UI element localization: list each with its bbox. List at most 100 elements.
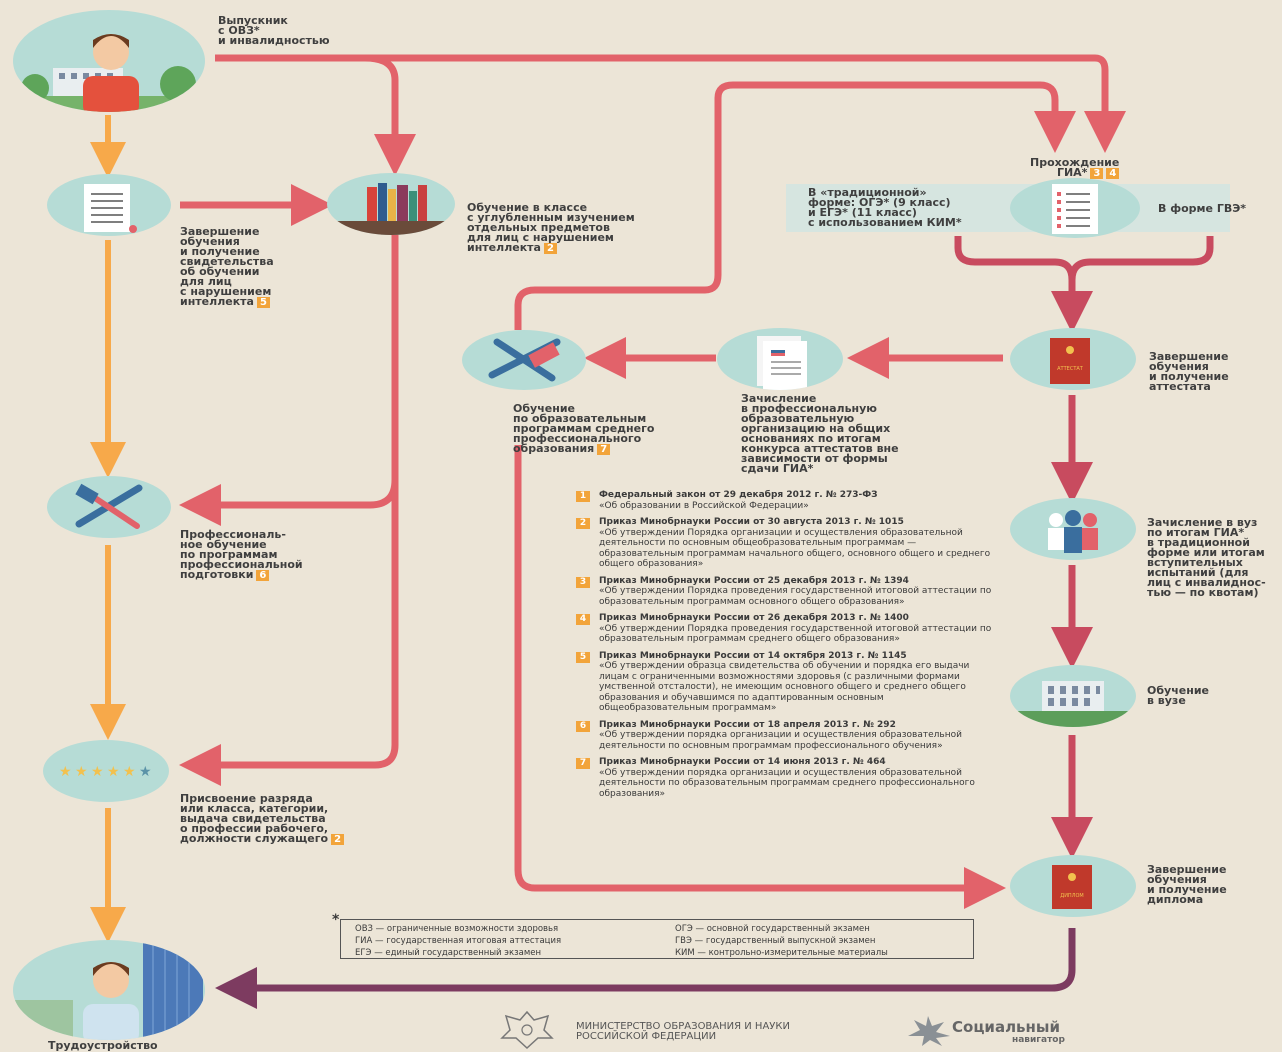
plum-path (215, 928, 1076, 1009)
svg-text:★: ★ (107, 764, 120, 780)
reference-title: Приказ Минобрнауки России от 26 декабря … (599, 613, 909, 623)
ref-badge: 3 (1090, 168, 1104, 179)
reference-title: Приказ Минобрнауки России от 25 декабря … (599, 575, 909, 586)
reference-title: Приказ Минобрнауки России от 30 августа … (599, 517, 904, 527)
people-icon (1048, 510, 1098, 553)
certificate-node (47, 174, 171, 236)
certificate-completion-label: Завершение обучения и получение свидетел… (180, 225, 274, 308)
reference-desc: «Об образовании в Российской Федерации» (599, 500, 809, 511)
reference-desc: «Об утверждении порядка организации и ос… (599, 767, 975, 799)
ref-badge: 7 (597, 444, 611, 455)
special-class-node (327, 173, 455, 235)
attestat-label: Завершение обучения и получение аттестат… (1149, 350, 1229, 393)
ref-badge: 4 (1106, 168, 1120, 179)
glossary-item: ОГЭ — основной государственный экзамен (675, 924, 870, 934)
ref-badge: 6 (256, 570, 270, 581)
reference-item: 3 Приказ Минобрнауки России от 25 декабря… (576, 576, 996, 608)
svg-text:★: ★ (91, 764, 104, 780)
spo-enroll-label: Зачисление в профессиональную образовате… (741, 392, 899, 475)
gia-traditional-label: В «традиционной» форме: ОГЭ* (9 класс) и… (808, 186, 962, 229)
reference-number: 7 (576, 758, 590, 769)
reference-title: Приказ Минобрнауки России от 14 июня 201… (599, 757, 886, 767)
reference-number: 2 (576, 518, 590, 529)
glossary-asterisk: * (332, 912, 340, 928)
graduate-label: Выпускник с ОВЗ* и инвалидностью (218, 14, 330, 47)
reference-item: 1 Федеральный закон от 29 декабря 2012 г.… (576, 490, 996, 511)
svg-text:★: ★ (59, 764, 72, 780)
red-path (179, 54, 1126, 909)
ref-badge: 2 (543, 243, 557, 254)
attestat-book-icon: АТТЕСТАТ (1050, 338, 1090, 384)
reference-number: 6 (576, 720, 590, 732)
navigator-subtitle: навигатор (1012, 1035, 1065, 1045)
reference-number: 1 (576, 491, 590, 502)
reference-desc: «Об утверждении образца свидетельства об… (599, 661, 970, 713)
ref-badge: 2 (331, 834, 345, 845)
attestat-badge-text: АТТЕСТАТ (1057, 366, 1084, 372)
navigator-title: Социальный (952, 1018, 1060, 1036)
gia-node (1010, 178, 1140, 238)
university-enroll-label: Зачисление в вуз по итогам ГИА* в традиц… (1147, 516, 1266, 599)
university-building-icon (1010, 681, 1136, 727)
svg-text:★: ★ (139, 764, 152, 780)
employment-label: Трудоустройство (48, 1039, 158, 1052)
ref-badge: 5 (256, 297, 270, 308)
graduate-node (13, 10, 205, 112)
spo-node (462, 330, 586, 390)
vocational-node (47, 476, 171, 538)
reference-item: 4 Приказ Минобрнауки России от 26 декабря… (576, 613, 996, 645)
reference-number: 3 (576, 576, 590, 588)
reference-title: Федеральный закон от 29 декабря 2012 г. … (599, 490, 878, 500)
glossary-item: ЕГЭ — единый государственный экзамен (355, 948, 542, 958)
reference-number: 4 (576, 614, 590, 625)
employee-illustration (13, 940, 203, 1040)
university-label: Обучение в вузе (1147, 684, 1209, 707)
reference-desc: «Об утверждении порядка организации и ос… (599, 730, 962, 751)
special-class-label: Обучение в классе с углубленным изучение… (467, 201, 635, 254)
reference-item: 2 Приказ Минобрнауки России от 30 августа… (576, 517, 996, 570)
diploma-book-icon: ДИПЛОМ (1052, 865, 1092, 909)
coat-of-arms-icon (500, 1010, 554, 1050)
rating-stars-icon: ★★★★★★ (59, 764, 152, 780)
qualification-label: Присвоение разряда или класса, категории… (180, 784, 345, 845)
dark-red-path (954, 236, 1214, 859)
glossary-item: ГВЭ — государственный выпускной экзамен (675, 936, 876, 946)
diploma-label: Завершение обучения и получение диплома (1147, 863, 1227, 906)
test-sheet-icon (1052, 184, 1098, 234)
qualification-node: ★★★★★★ (43, 740, 169, 802)
reference-desc: «Об утверждении Порядка проведения госуд… (599, 586, 992, 607)
reference-item: 5 Приказ Минобрнауки России от 14 октября… (576, 651, 996, 714)
glossary-item: ОВЗ — ограниченные возможности здоровья (355, 924, 559, 934)
glossary-item: КИМ — контрольно-измерительные материалы (675, 948, 888, 958)
ministry-label: МИНИСТЕРСТВО ОБРАЗОВАНИЯ И НАУКИ РОССИЙС… (576, 1021, 790, 1042)
graduate-illustration (13, 34, 205, 112)
navigator-logo-icon (908, 1016, 950, 1046)
university-node (1010, 665, 1136, 727)
university-enroll-node (1010, 498, 1136, 560)
spo-enroll-node (717, 328, 843, 390)
reference-desc: «Об утверждении Порядка проведения госуд… (599, 623, 992, 645)
reference-desc: «Об утверждении Порядка организации и ос… (599, 527, 991, 570)
tools-icon (75, 483, 143, 529)
references-list: 1 Федеральный закон от 29 декабря 2012 г.… (576, 490, 996, 805)
employment-node (13, 940, 205, 1040)
document-icon (84, 184, 137, 233)
reference-number: 5 (576, 651, 590, 663)
gia-options-box (786, 184, 1230, 232)
diploma-node: ДИПЛОМ (1010, 855, 1136, 917)
diploma-badge-text: ДИПЛОМ (1060, 893, 1083, 899)
books-icon (327, 183, 455, 235)
attestat-node: АТТЕСТАТ (1010, 328, 1136, 390)
vocational-label: Профессиональ- ное обучение по программа… (180, 528, 303, 581)
svg-text:★: ★ (75, 764, 88, 780)
spo-label: Обучение по образовательным программам с… (513, 402, 655, 455)
papers-icon (757, 336, 807, 390)
reference-title: Приказ Минобрнауки России от 14 октября … (599, 650, 907, 661)
glossary-item: ГИА — государственная итоговая аттестаци… (355, 936, 562, 946)
svg-text:★: ★ (123, 764, 136, 780)
gia-gve-label: В форме ГВЭ* (1158, 202, 1247, 215)
reference-item: 7 Приказ Минобрнауки России от 14 июня 20… (576, 757, 996, 799)
